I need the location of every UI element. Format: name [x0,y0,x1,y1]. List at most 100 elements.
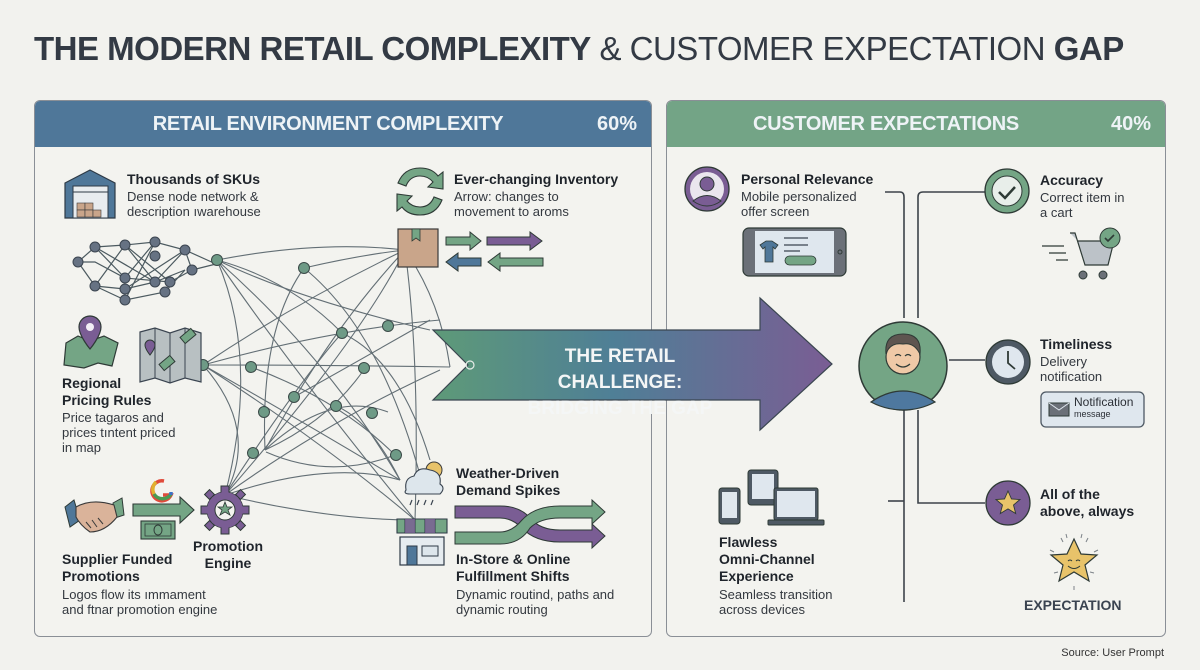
panel-title: CUSTOMER EXPECTATIONS [753,112,1019,135]
skus-desc: Dense node network & description ıwareho… [127,189,261,219]
panel-percent: 60% [596,112,637,135]
inventory-arrows-icon [445,230,544,272]
storefront-icon [396,518,448,566]
inventory-desc: Arrow: changes to movement to aroms [454,189,569,219]
customer-expectations-header: CUSTOMER EXPECTATIONS 40% [667,101,1165,147]
panel-title: RETAIL ENVIRONMENT COMPLEXITY [152,112,504,135]
title-line: All of the [1040,486,1100,502]
handshake-icon [64,497,125,533]
smiling-star-icon [1049,533,1099,590]
desc-line: Dense node network & [127,189,259,204]
omni-title: Flawless Omni-Channel Experience [719,534,815,585]
desc-line: a cart [1040,205,1073,220]
check-icon [984,168,1030,214]
always-title: All of the above, always [1040,486,1134,520]
timeliness-title: Timeliness [1040,336,1113,352]
accuracy-title: Accuracy [1040,172,1104,188]
title-line: Flawless [719,534,778,550]
title-line: Pricing Rules [62,392,152,408]
banner-line-1: THE RETAIL CHALLENGE: [557,346,683,393]
expectation-label: EXPECTATION [1024,597,1122,613]
weather-icon [404,461,444,506]
pricing-desc: Price tagaros and prices tıntent priced … [62,410,175,455]
clock-icon [985,339,1031,385]
desc-line: prices tıntent priced [62,425,176,440]
desc-line: description ıwarehouse [127,204,261,219]
devices-icon [718,469,825,526]
mobile-offer-icon [742,227,847,277]
shopping-cart-icon [1042,227,1121,280]
pricing-title: Regional Pricing Rules [62,375,151,409]
weather-title: Weather-Driven Demand Spikes [456,465,560,499]
desc-line: movement to aroms [454,204,569,219]
desc-line: Arrow: changes to [454,189,559,204]
desc-line: offer screen [741,204,810,219]
desc-line: across devices [719,602,805,617]
title-line: Regional [62,375,122,391]
desc-line: and ftnar promotion engine [62,602,218,617]
complexity-web [202,246,451,521]
retail-complexity-header: RETAIL ENVIRONMENT COMPLEXITY 60% [35,101,651,147]
title-part-3: GAP [1053,30,1125,67]
user-icon [684,166,730,212]
skus-title: Thousands of SKUs [127,171,261,187]
banner-text: THE RETAIL CHALLENGE: BRIDGING THE GAP [510,344,730,422]
sku-network-nodes [72,236,198,306]
timeliness-desc: Delivery notification [1040,354,1102,384]
relevance-title: Personal Relevance [741,171,874,187]
title-line: Promotions [62,568,140,584]
supplier-title: Supplier Funded Promotions [62,551,172,585]
notification-title: Notification [1074,395,1134,409]
flow-arrow-icon [132,495,195,525]
google-logo-icon [150,479,174,503]
desc-line: Mobile personalized [741,189,857,204]
package-icon [397,228,439,268]
supplier-desc: Logos flow its ımmament and ftnar promot… [62,587,217,617]
omni-desc: Seamless transition across devices [719,587,832,617]
desc-line: in map [62,440,102,455]
title-part-1: THE MODERN RETAIL COMPLEXITY [34,30,591,67]
fulfillment-title: In-Store & Online Fulfillment Shifts [456,551,570,585]
title-line: Engine [204,555,252,571]
map-pin-icon [63,315,119,369]
fulfillment-arrows-icon [454,498,606,550]
warehouse-icon [64,169,116,219]
connector-lines [885,191,985,602]
title-part-2: & CUSTOMER EXPECTATION [599,30,1046,67]
title-line: Omni-Channel [719,551,815,567]
title-line: Experience [719,568,794,584]
source-note: Source: User Prompt [1061,647,1164,659]
gear-icon [200,485,250,535]
desc-line: Correct item in [1040,190,1125,205]
notification-badge [1040,391,1145,428]
title-line: Weather-Driven [456,465,560,481]
banner-line-2: BRIDGING THE GAP [527,398,713,419]
panel-percent: 40% [1110,112,1151,135]
retail-challenge-arrow [431,296,833,432]
notification-sub: message [1074,409,1111,419]
title-line: Supplier Funded [62,551,173,567]
refresh-icon [396,167,444,216]
accuracy-desc: Correct item in a cart [1040,190,1125,220]
fulfillment-desc: Dynamic routind, paths and dynamic routi… [456,587,614,617]
desc-line: Delivery [1040,354,1087,369]
star-icon [985,480,1031,526]
relevance-desc: Mobile personalized offer screen [741,189,857,219]
inventory-title: Ever-changing Inventory [454,171,619,187]
desc-line: notification [1040,369,1103,384]
title-line: Demand Spikes [456,482,561,498]
title-line: Promotion [193,538,263,554]
title-line: above, always [1040,503,1135,519]
desc-line: Price tagaros and [62,410,164,425]
title-line: Fulfillment Shifts [456,568,570,584]
page-title: THE MODERN RETAIL COMPLEXITY & CUSTOMER … [34,30,1124,68]
desc-line: Dynamic routind, paths and [456,587,615,602]
cash-icon [140,520,176,540]
complexity-web-nodes [197,254,402,461]
folded-map-icon [139,327,202,384]
customer-avatar [858,321,948,411]
engine-title: Promotion Engine [188,538,268,572]
desc-line: Logos flow its ımmament [62,587,206,602]
desc-line: Seamless transition [719,587,833,602]
